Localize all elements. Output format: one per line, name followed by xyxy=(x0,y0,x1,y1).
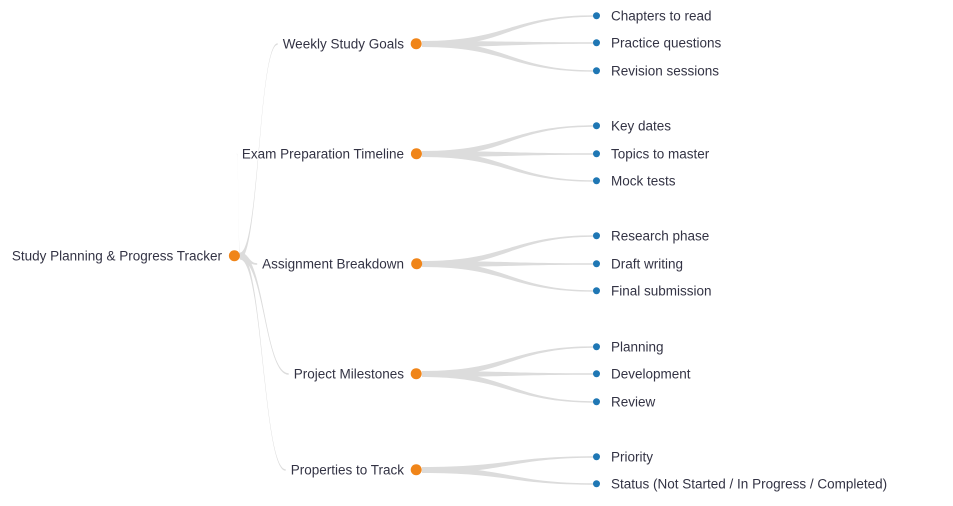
node-label: Development xyxy=(611,366,691,382)
leaf-node-0-0[interactable]: Chapters to read xyxy=(593,9,712,23)
branch-node-3[interactable]: Project Milestones xyxy=(294,367,422,381)
branch-node-1[interactable]: Exam Preparation Timeline xyxy=(242,147,422,161)
leaf-node-dot xyxy=(593,150,600,158)
leaf-node-3-1[interactable]: Development xyxy=(593,367,691,381)
node-label: Chapters to read xyxy=(611,8,712,24)
leaf-node-1-2[interactable]: Mock tests xyxy=(593,174,676,188)
node-label: Priority xyxy=(611,449,654,465)
leaf-node-3-0[interactable]: Planning xyxy=(593,340,664,354)
node-label: Assignment Breakdown xyxy=(262,256,404,272)
node-label: Key dates xyxy=(611,118,672,134)
leaf-node-0-2[interactable]: Revision sessions xyxy=(593,64,719,78)
node-label: Review xyxy=(611,394,656,410)
leaf-node-0-1[interactable]: Practice questions xyxy=(593,36,721,50)
leaf-node-dot xyxy=(593,287,600,295)
leaf-node-dot xyxy=(593,177,600,185)
leaf-node-dot xyxy=(593,370,600,378)
node-label: Properties to Track xyxy=(290,462,404,478)
leaf-node-dot xyxy=(593,480,600,488)
root-node-dot xyxy=(229,250,240,262)
leaf-node-dot xyxy=(593,343,600,351)
node-label: Exam Preparation Timeline xyxy=(241,146,404,162)
node-label: Revision sessions xyxy=(611,63,720,79)
node-label: Planning xyxy=(611,339,664,355)
node-label: Project Milestones xyxy=(293,366,404,382)
node-label: Mock tests xyxy=(611,173,676,189)
node-label: Draft writing xyxy=(611,256,684,272)
leaf-node-dot xyxy=(593,232,600,240)
leaf-node-2-0[interactable]: Research phase xyxy=(593,229,709,243)
branch-node-dot xyxy=(411,464,422,476)
leaf-node-1-0[interactable]: Key dates xyxy=(593,119,671,133)
leaf-node-3-2[interactable]: Review xyxy=(593,395,655,409)
branch-node-dot xyxy=(411,38,422,50)
leaf-node-dot xyxy=(593,39,600,47)
node-label: Status (Not Started / In Progress / Comp… xyxy=(611,476,888,492)
leaf-node-2-2[interactable]: Final submission xyxy=(593,284,712,298)
leaf-node-2-1[interactable]: Draft writing xyxy=(593,257,683,271)
leaf-node-dot xyxy=(593,453,600,461)
branch-node-2[interactable]: Assignment Breakdown xyxy=(262,257,422,271)
leaf-node-dot xyxy=(593,12,600,20)
root-node[interactable]: Study Planning & Progress Tracker xyxy=(12,249,240,263)
node-label: Final submission xyxy=(611,283,712,299)
leaf-node-1-1[interactable]: Topics to master xyxy=(593,147,709,161)
branch-node-dot xyxy=(411,258,422,270)
branch-node-dot xyxy=(411,368,422,380)
leaf-node-4-1[interactable]: Status (Not Started / In Progress / Comp… xyxy=(593,477,887,491)
branch-node-0[interactable]: Weekly Study Goals xyxy=(283,37,422,51)
node-label: Topics to master xyxy=(611,146,710,162)
node-label: Study Planning & Progress Tracker xyxy=(11,248,222,264)
leaf-node-4-0[interactable]: Priority xyxy=(593,450,653,464)
branch-node-4[interactable]: Properties to Track xyxy=(291,463,422,477)
leaf-node-dot xyxy=(593,122,600,130)
node-label: Practice questions xyxy=(611,35,722,51)
leaf-node-dot xyxy=(593,260,600,268)
node-label: Weekly Study Goals xyxy=(282,36,404,52)
leaf-node-dot xyxy=(593,398,600,406)
leaf-node-dot xyxy=(593,67,600,75)
node-label: Research phase xyxy=(611,228,710,244)
branch-node-dot xyxy=(411,148,422,160)
